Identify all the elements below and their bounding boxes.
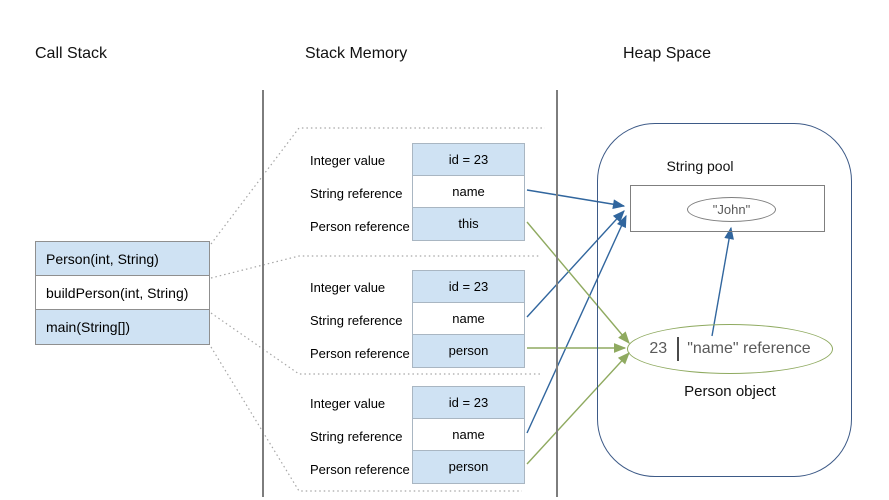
frame1-integer-label: Integer value	[310, 153, 386, 168]
stack-memory-title: Stack Memory	[305, 45, 408, 62]
stack-frame1-value-box: id = 23 name this	[412, 143, 525, 241]
frame1-person-ref-label: Person reference	[310, 219, 410, 234]
stack-memory-right-boundary-line	[556, 90, 558, 497]
person-id-value: 23	[649, 340, 668, 357]
frame2-integer-label: Integer value	[310, 280, 386, 295]
call-stack-frame-person-constructor: Person(int, String)	[36, 242, 209, 276]
stack-frame1-labels: Integer value String reference Person re…	[310, 144, 410, 243]
frame2-person-ref-label: Person reference	[310, 346, 410, 361]
stack-frame2-labels: Integer value String reference Person re…	[310, 271, 410, 370]
frame1-string-ref-label: String reference	[310, 186, 403, 201]
heap-space-title: Heap Space	[623, 45, 712, 62]
stack-frame2-value-box: id = 23 name person	[412, 270, 525, 368]
frame1-this-cell: this	[413, 208, 524, 240]
frame3-integer-label: Integer value	[310, 396, 386, 411]
person-object-label: Person object	[684, 383, 776, 400]
stack-memory-left-boundary-line	[262, 90, 264, 497]
frame2-person-cell: person	[413, 335, 524, 367]
frame3-id-cell: id = 23	[413, 387, 524, 419]
john-string-object: "John"	[687, 197, 776, 222]
frame1-id-cell: id = 23	[413, 144, 524, 176]
string-pool-label: String pool	[666, 158, 734, 174]
person-object-ellipse: 23 "name" reference	[627, 324, 833, 374]
frame2-id-cell: id = 23	[413, 271, 524, 303]
call-stack-frame-buildperson: buildPerson(int, String)	[36, 276, 209, 310]
frame3-person-ref-label: Person reference	[310, 462, 410, 477]
frame1-name-cell: name	[413, 176, 524, 208]
call-stack-title: Call Stack	[35, 45, 108, 62]
frame3-person-cell: person	[413, 451, 524, 483]
heap-space-container	[597, 123, 852, 477]
stack-frame3-value-box: id = 23 name person	[412, 386, 525, 484]
call-stack-frame-main: main(String[])	[36, 310, 209, 344]
person-name-reference-value: "name" reference	[687, 340, 811, 357]
john-string-value: "John"	[712, 202, 751, 217]
frame2-string-ref-label: String reference	[310, 313, 403, 328]
frame3-string-ref-label: String reference	[310, 429, 403, 444]
frame2-name-cell: name	[413, 303, 524, 335]
call-stack-box: Person(int, String) buildPerson(int, Str…	[35, 241, 210, 345]
frame3-name-cell: name	[413, 419, 524, 451]
person-object-field-divider	[677, 337, 680, 361]
stack-frame3-labels: Integer value String reference Person re…	[310, 387, 410, 486]
string-pool-box	[630, 185, 825, 232]
